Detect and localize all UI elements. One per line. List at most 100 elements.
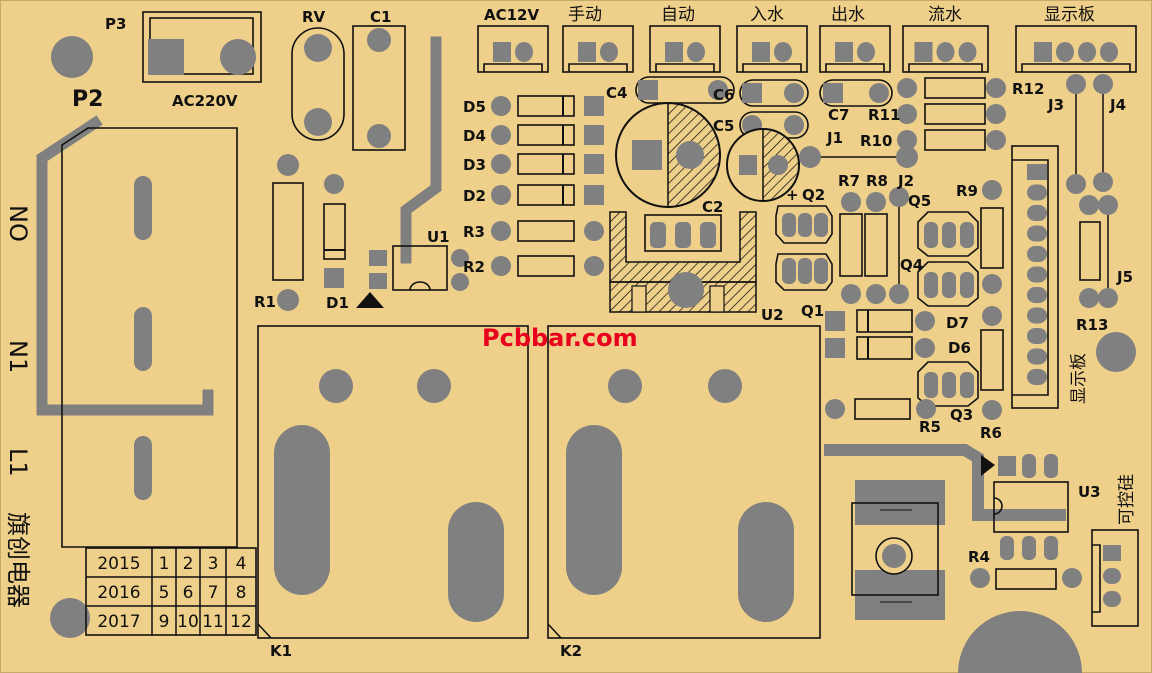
resistors-r7-r8: R7 R8 J2 bbox=[838, 172, 914, 304]
date-grid-cell: 12 bbox=[230, 612, 252, 632]
date-grid-cell: 2 bbox=[183, 554, 194, 574]
date-grid-cell: 10 bbox=[177, 612, 199, 632]
label-q5: Q5 bbox=[908, 192, 931, 210]
label-j4: J4 bbox=[1109, 96, 1126, 114]
label-c7: C7 bbox=[828, 106, 849, 124]
diode-d2: D2 bbox=[463, 184, 604, 206]
label-c4: C4 bbox=[606, 84, 627, 102]
capacitor-c2: C2 bbox=[615, 102, 723, 216]
label-outlet: 出水 bbox=[831, 5, 865, 25]
connector-p2 bbox=[61, 127, 238, 548]
label-manual: 手动 bbox=[568, 5, 602, 25]
diode-d4: D4 bbox=[463, 124, 604, 146]
diodes-d6-d7: D7 D6 bbox=[825, 309, 971, 360]
label-d6: D6 bbox=[948, 339, 971, 357]
connector-display: 显示板 bbox=[1015, 5, 1137, 73]
label-j3: J3 bbox=[1047, 96, 1064, 114]
label-u1: U1 bbox=[427, 228, 450, 246]
resistor-r11: R11 bbox=[868, 103, 1006, 125]
label-r3: R3 bbox=[463, 223, 485, 241]
label-u2: U2 bbox=[761, 306, 784, 324]
connector-manual: 手动 bbox=[562, 5, 634, 73]
relay-k1: K1 bbox=[257, 325, 529, 660]
label-u3: U3 bbox=[1078, 483, 1101, 501]
resistor-r3: R3 bbox=[463, 220, 604, 242]
resistor-r5: R5 bbox=[825, 398, 941, 436]
label-d5: D5 bbox=[463, 98, 486, 116]
connector-flow: 流水 bbox=[902, 5, 989, 73]
relay-k2: K2 bbox=[547, 325, 821, 660]
date-grid-cell: 7 bbox=[208, 583, 219, 603]
mount-hole-top-left bbox=[51, 36, 93, 78]
date-grid-cell: 1 bbox=[159, 554, 170, 574]
mount-hole-bottom-left bbox=[50, 598, 90, 638]
date-grid-cell: 9 bbox=[159, 612, 170, 632]
transistor-q4: Q4 bbox=[900, 256, 979, 307]
transistor-q1: Q1 bbox=[775, 253, 833, 320]
label-c5: C5 bbox=[713, 117, 734, 135]
label-triac: 可控硅 bbox=[1117, 474, 1137, 525]
transistor-q3: Q3 bbox=[917, 361, 979, 424]
connector-ac12v: AC12V bbox=[477, 6, 549, 73]
label-q3: Q3 bbox=[950, 406, 973, 424]
label-j5: J5 bbox=[1116, 268, 1133, 286]
date-grid-cell: 5 bbox=[159, 583, 170, 603]
label-r12: R12 bbox=[1012, 80, 1044, 98]
mount-hole-right bbox=[1096, 332, 1136, 372]
label-ac12v: AC12V bbox=[484, 6, 539, 24]
display-header bbox=[1011, 145, 1059, 409]
diode-d5: D5 bbox=[463, 95, 604, 117]
label-j1: J1 bbox=[826, 129, 843, 147]
label-j2: J2 bbox=[897, 172, 914, 190]
diode-d3: D3 bbox=[463, 153, 604, 175]
capacitor-c7: C7 bbox=[819, 79, 893, 124]
diode-d1: D1 bbox=[323, 174, 349, 312]
label-brand: 旗创电器 bbox=[4, 512, 32, 608]
label-c6: C6 bbox=[713, 86, 734, 104]
capacitor-c1: C1 bbox=[352, 8, 406, 151]
label-r10: R10 bbox=[860, 132, 892, 150]
label-r9: R9 bbox=[956, 182, 978, 200]
transistor-q2: + Q2 bbox=[775, 186, 833, 244]
label-n1: N1 bbox=[4, 340, 32, 373]
label-plus: + bbox=[786, 186, 799, 204]
date-grid-cell: 11 bbox=[202, 612, 224, 632]
label-q2: Q2 bbox=[802, 186, 825, 204]
transistor-q5: Q5 bbox=[908, 192, 979, 257]
label-q1: Q1 bbox=[801, 302, 824, 320]
capacitor-c6: C6 bbox=[713, 79, 809, 107]
varistor-rv: RV bbox=[291, 8, 345, 141]
date-grid-cell: 3 bbox=[208, 554, 219, 574]
ic-u3: U3 bbox=[981, 454, 1101, 560]
label-d2: D2 bbox=[463, 187, 486, 205]
connector-triac bbox=[1091, 529, 1139, 627]
label-rv: RV bbox=[302, 8, 326, 26]
label-c1: C1 bbox=[370, 8, 391, 26]
label-r2: R2 bbox=[463, 258, 485, 276]
connector-p3: P3 AC220V bbox=[105, 11, 262, 110]
label-r13: R13 bbox=[1076, 316, 1108, 334]
label-d3: D3 bbox=[463, 156, 486, 174]
capacitor-small bbox=[726, 128, 800, 202]
label-d1: D1 bbox=[326, 294, 349, 312]
label-d7: D7 bbox=[946, 314, 969, 332]
ic-u1: U1 bbox=[369, 228, 469, 291]
pin1-marker-u1 bbox=[356, 292, 384, 308]
label-l1: L1 bbox=[4, 448, 32, 477]
label-q4: Q4 bbox=[900, 256, 923, 274]
watermark: Pcbbar.com bbox=[482, 324, 638, 352]
resistor-r1: R1 bbox=[254, 154, 304, 311]
label-r1: R1 bbox=[254, 293, 276, 311]
connector-outlet: 出水 bbox=[819, 5, 891, 73]
regulator-u2: U2 bbox=[609, 211, 784, 324]
date-grid-cell: 4 bbox=[236, 554, 247, 574]
capacitor-c4: C4 bbox=[606, 76, 735, 104]
label-ac220v: AC220V bbox=[172, 92, 238, 110]
label-flow: 流水 bbox=[928, 5, 962, 25]
date-grid-cell: 2016 bbox=[97, 583, 140, 603]
